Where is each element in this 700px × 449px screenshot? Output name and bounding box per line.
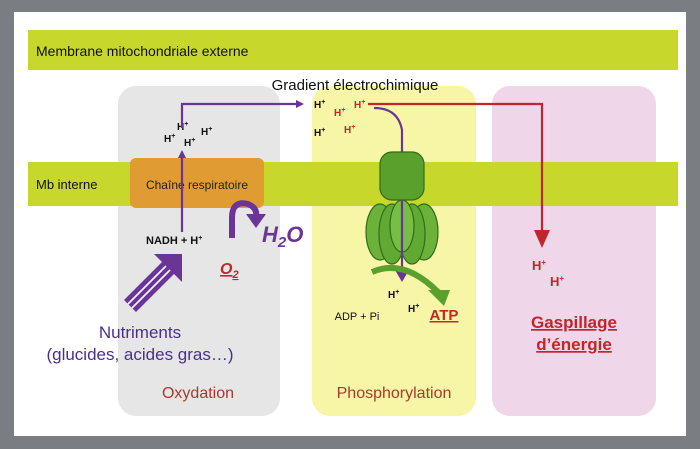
waste-label-line2: d’énergie (536, 335, 612, 354)
proton: H+ (177, 121, 188, 133)
proton: H+ (164, 133, 175, 145)
arrowhead (428, 290, 450, 306)
gradient-arrow (180, 100, 304, 128)
atp-label: ATP (430, 307, 459, 324)
proton: H+ (344, 124, 355, 136)
inner-membrane-band (28, 162, 678, 206)
inner-membrane-label: Mb interne (36, 177, 97, 192)
arrowhead (246, 214, 266, 228)
proton: H+ (532, 258, 546, 273)
respiratory-chain-label: Chaîne respiratoire (146, 178, 248, 192)
proton: H+ (334, 107, 345, 119)
outer-membrane-label: Membrane mitochondriale externe (36, 43, 249, 59)
proton: H+ (201, 126, 212, 138)
nadh-label: NADH + H+ (146, 235, 202, 247)
phosphorylation-label: Phosphorylation (337, 385, 452, 402)
proton: H+ (314, 127, 325, 139)
proton: H+ (550, 274, 564, 289)
proton: H+ (314, 99, 325, 111)
respiratory-chain-box (130, 158, 264, 208)
atp-curve-arrow (370, 265, 441, 295)
outer-membrane-band (28, 30, 678, 70)
synthase-arrow (373, 106, 404, 158)
nutrients-line2: (glucides, acides gras…) (46, 345, 233, 364)
oxidation-panel (118, 86, 280, 416)
proton: H+ (408, 303, 419, 315)
oxidation-label: Oxydation (162, 385, 234, 402)
curved-arrow-icon (229, 200, 260, 238)
atp-synthase-icon (365, 151, 439, 265)
oxygen-label: O2 (220, 261, 239, 281)
proton: H+ (388, 289, 399, 301)
gradient-label: Gradient électrochimique (272, 77, 439, 94)
waste-label-line1: Gaspillage (531, 313, 617, 332)
nutrients-line1: Nutriments (99, 323, 181, 342)
waste-arrow (368, 102, 550, 248)
waste-panel (492, 86, 656, 416)
proton-cluster-left: H+ H+ H+ H+ (164, 121, 212, 149)
proton: H+ (184, 137, 195, 149)
water-label: H2O (262, 222, 303, 251)
proton: H+ (354, 99, 365, 111)
proton-cluster-gradient: H+ H+ H+ H+ H+ (314, 99, 365, 139)
adp-label: ADP + Pi (335, 311, 380, 323)
nutrient-arrow-icon (124, 254, 182, 312)
